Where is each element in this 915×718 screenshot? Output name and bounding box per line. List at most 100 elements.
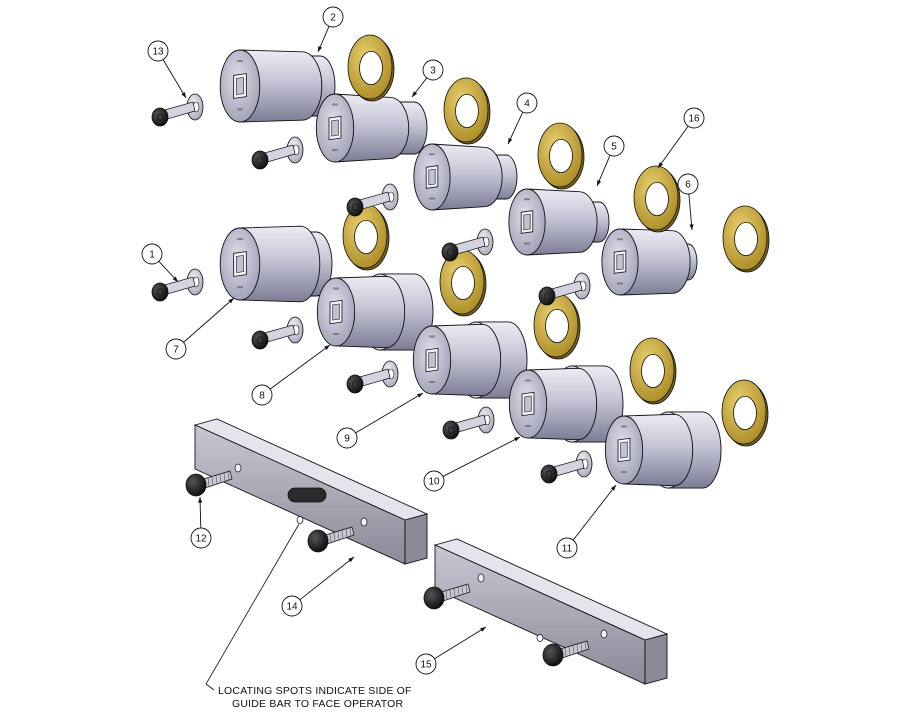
washer-4 xyxy=(633,165,681,233)
bolt-5 xyxy=(538,272,591,306)
engraving-mark xyxy=(333,287,339,290)
washer-1 xyxy=(347,34,395,102)
washer-9 xyxy=(629,337,677,405)
callout-number: 5 xyxy=(611,142,617,153)
note-line-1: LOCATING SPOTS INDICATE SIDE OF xyxy=(218,685,412,697)
callout-2: 2 xyxy=(322,6,344,28)
leader-arrow-14 xyxy=(348,557,354,563)
callout-number: 13 xyxy=(152,47,164,58)
leader-10 xyxy=(442,436,521,477)
engraving-mark xyxy=(237,286,243,289)
leader-arrow-1 xyxy=(172,276,178,282)
engraving-mark xyxy=(237,238,243,241)
engraving-mark xyxy=(332,103,338,106)
leader-6 xyxy=(688,193,693,231)
callout-number: 11 xyxy=(562,544,573,555)
callout-4: 4 xyxy=(516,92,538,114)
callout-number: 14 xyxy=(286,602,298,613)
leader-9 xyxy=(355,392,424,434)
engraving-mark xyxy=(621,425,627,428)
locating-spots-note: LOCATING SPOTS INDICATE SIDE OF GUIDE BA… xyxy=(218,685,412,710)
callout-bubble xyxy=(190,527,212,549)
leader-4 xyxy=(507,111,524,145)
engraving-mark xyxy=(621,471,627,474)
locating-pin-14 xyxy=(307,526,355,553)
callout-number: 12 xyxy=(195,534,207,545)
roller-3 xyxy=(315,93,428,163)
callout-bubble xyxy=(336,427,358,449)
leader-arrow-15 xyxy=(480,627,486,632)
bolt-6 xyxy=(151,268,204,302)
callout-number: 4 xyxy=(524,99,530,110)
bolt-3 xyxy=(346,183,399,217)
callout-number: 9 xyxy=(344,434,350,445)
bolt-10 xyxy=(540,450,593,484)
washer-2 xyxy=(443,77,491,145)
roller-8 xyxy=(316,273,434,351)
leader-arrow-13 xyxy=(181,92,186,98)
callout-1: 1 xyxy=(141,243,163,265)
callout-bubble xyxy=(141,243,163,265)
leader-lines xyxy=(158,26,694,691)
callout-number: 7 xyxy=(173,345,179,356)
callout-number: 8 xyxy=(259,391,265,402)
leader-7 xyxy=(183,297,235,343)
parts-layer xyxy=(151,34,770,685)
leader-8 xyxy=(269,344,331,390)
leader-arrow-9 xyxy=(417,393,423,398)
engraving-mark xyxy=(237,108,243,111)
callout-12: 12 xyxy=(190,527,212,549)
roller-7 xyxy=(219,225,333,303)
bolt-2 xyxy=(251,136,304,170)
bolt-8 xyxy=(346,360,399,394)
callout-bubble xyxy=(556,537,578,559)
callout-bubble xyxy=(147,40,169,62)
roller-4 xyxy=(413,143,518,211)
callout-5: 5 xyxy=(603,135,625,157)
roller-11 xyxy=(604,411,722,489)
callout-9: 9 xyxy=(336,427,358,449)
washer-6 xyxy=(342,203,390,271)
locating-spot xyxy=(536,634,544,642)
callout-15: 15 xyxy=(415,653,437,675)
locating-spot-slot xyxy=(287,487,327,503)
engraving-mark xyxy=(524,198,530,201)
locating-pin-12 xyxy=(185,470,233,497)
callout-number: 16 xyxy=(688,114,700,125)
callout-number: 1 xyxy=(149,250,155,261)
callout-16: 16 xyxy=(683,107,705,129)
bolt-9 xyxy=(442,406,495,440)
leader-arrow-10 xyxy=(514,437,520,442)
callout-number: 2 xyxy=(330,13,336,24)
roller-10 xyxy=(508,365,624,443)
bar-hole xyxy=(477,573,485,583)
roller-6 xyxy=(601,228,698,296)
bolt-4 xyxy=(441,228,494,262)
callout-number: 10 xyxy=(428,477,440,488)
callout-bubble xyxy=(415,653,437,675)
callout-bubble xyxy=(165,338,187,360)
callout-bubble xyxy=(683,107,705,129)
washer-10 xyxy=(721,379,769,447)
callout-bubble xyxy=(603,135,625,157)
leader-arrow-6 xyxy=(689,224,694,230)
bar-hole xyxy=(600,629,608,639)
callout-bubble xyxy=(677,173,699,195)
bolt-7 xyxy=(251,316,304,350)
callout-bubble xyxy=(516,92,538,114)
callout-bubble xyxy=(281,595,303,617)
washer-3 xyxy=(537,122,585,190)
locating-spot xyxy=(296,516,304,524)
callout-14: 14 xyxy=(281,595,303,617)
roller-5 xyxy=(508,188,610,256)
bolt-1 xyxy=(151,93,204,127)
leader-11 xyxy=(572,484,617,541)
engraving-mark xyxy=(333,333,339,336)
engraving-mark xyxy=(429,153,435,156)
callout-6: 6 xyxy=(677,173,699,195)
callout-11: 11 xyxy=(556,537,578,559)
leader-15 xyxy=(434,626,487,660)
engraving-mark xyxy=(237,60,243,63)
leader-arrow-5 xyxy=(597,180,602,186)
